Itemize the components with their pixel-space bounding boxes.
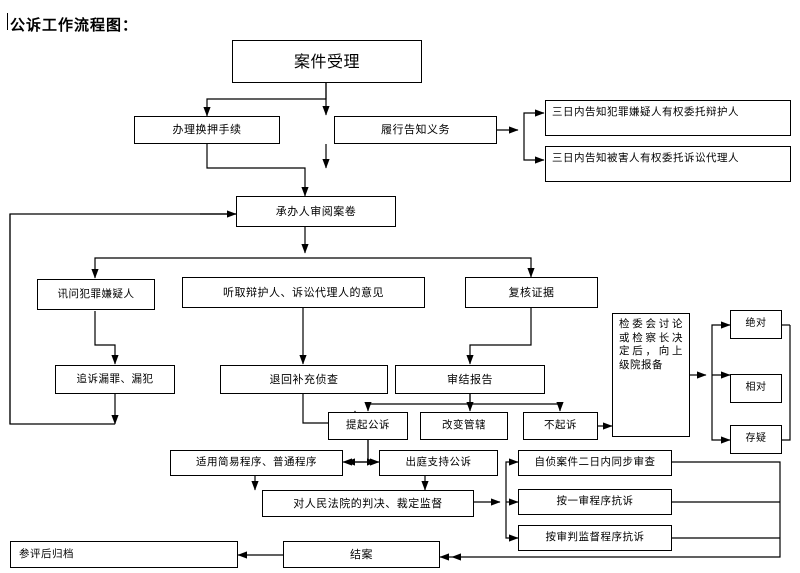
node-supervise-judgment[interactable]: 对人民法院的判决、裁定监督 bbox=[262, 490, 474, 517]
node-recheck-evidence[interactable]: 复核证据 bbox=[465, 277, 598, 308]
node-notify-suspect[interactable]: 三日内告知犯罪嫌疑人有权委托辩护人 bbox=[545, 100, 791, 136]
node-custody-transfer[interactable]: 办理换押手续 bbox=[134, 116, 280, 144]
node-return-supplement[interactable]: 退回补充侦查 bbox=[220, 365, 388, 394]
node-apply-procedure[interactable]: 适用简易程序、普通程序 bbox=[170, 450, 343, 476]
node-review-file[interactable]: 承办人审阅案卷 bbox=[236, 196, 396, 227]
node-prosecution-committee[interactable]: 检委会讨论或检察长决定后，向上级院报备 bbox=[612, 313, 690, 437]
node-hear-opinions[interactable]: 听取辩护人、诉讼代理人的意见 bbox=[182, 277, 425, 308]
node-appeal-first-instance[interactable]: 按一审程序抗诉 bbox=[518, 489, 672, 515]
node-change-jurisdiction[interactable]: 改变管辖 bbox=[420, 412, 508, 440]
node-case-acceptance[interactable]: 案件受理 bbox=[232, 40, 422, 83]
node-doubtful[interactable]: 存疑 bbox=[730, 425, 782, 454]
node-close-case[interactable]: 结案 bbox=[283, 541, 440, 568]
node-pursue-omitted[interactable]: 追诉漏罪、漏犯 bbox=[55, 365, 175, 394]
node-interrogate-suspect[interactable]: 讯问犯罪嫌疑人 bbox=[37, 279, 155, 310]
node-self-investigated-review[interactable]: 自侦案件二日内同步审查 bbox=[518, 450, 672, 476]
node-notification-duty[interactable]: 履行告知义务 bbox=[334, 116, 497, 144]
node-support-in-court[interactable]: 出庭支持公诉 bbox=[379, 450, 498, 476]
node-appeal-supervision[interactable]: 按审判监督程序抗诉 bbox=[518, 525, 672, 551]
node-no-prosecution[interactable]: 不起诉 bbox=[523, 412, 598, 440]
node-absolute[interactable]: 绝对 bbox=[730, 310, 782, 339]
node-notify-victim[interactable]: 三日内告知被害人有权委托诉讼代理人 bbox=[545, 146, 791, 182]
node-archive-after-review[interactable]: 参评后归档 bbox=[10, 541, 238, 568]
page-title: 公诉工作流程图： bbox=[6, 13, 139, 34]
node-relative[interactable]: 相对 bbox=[730, 374, 782, 403]
node-initiate-prosecution[interactable]: 提起公诉 bbox=[328, 412, 408, 440]
node-conclusion-report[interactable]: 审结报告 bbox=[395, 365, 545, 394]
